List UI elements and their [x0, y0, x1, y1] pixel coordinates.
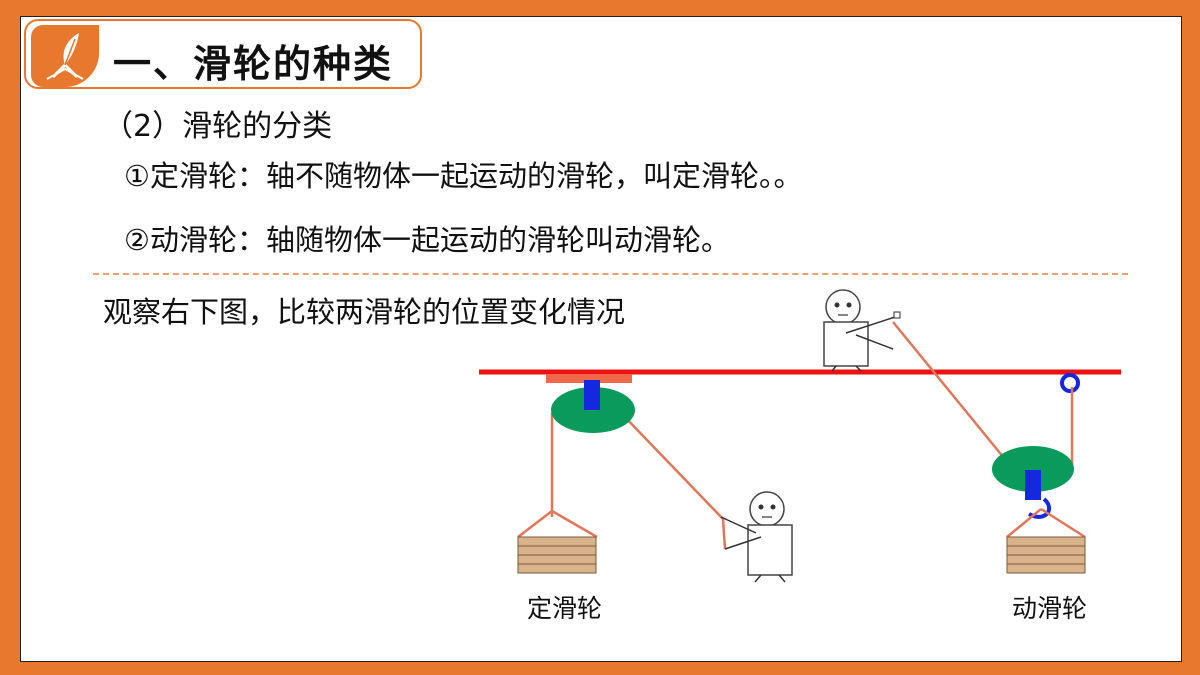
observe-instruction: 观察右下图，比较两滑轮的位置变化情况: [103, 295, 626, 329]
label-movable-pulley: 动滑轮: [1012, 594, 1088, 623]
movable-pulley: [892, 321, 1080, 519]
quill-book-icon: [31, 25, 99, 87]
person-pulling-movable: [823, 289, 901, 372]
slide: 一、滑轮的种类 （2）滑轮的分类 ①定滑轮：轴不随物体一起运动的滑轮，叫定滑轮。…: [20, 16, 1182, 662]
fixed-pulley: [550, 380, 727, 550]
definition-fixed-pulley: ①定滑轮：轴不随物体一起运动的滑轮，叫定滑轮。。: [124, 159, 803, 193]
fixed-load-crate: [517, 509, 598, 574]
movable-load-crate: [1006, 507, 1086, 574]
label-fixed-pulley: 定滑轮: [527, 594, 603, 623]
dashed-divider: [93, 273, 1128, 275]
section-heading: （2）滑轮的分类: [103, 109, 333, 144]
pulley-diagram: [479, 289, 1121, 583]
definition-movable-pulley: ②动滑轮：轴随物体一起运动的滑轮叫动滑轮。: [124, 223, 730, 257]
section-title-tab: 一、滑轮的种类: [24, 19, 422, 89]
pulley-mount: [546, 374, 632, 383]
page-title: 一、滑轮的种类: [113, 42, 394, 86]
person-pulling-fixed: [720, 491, 793, 583]
